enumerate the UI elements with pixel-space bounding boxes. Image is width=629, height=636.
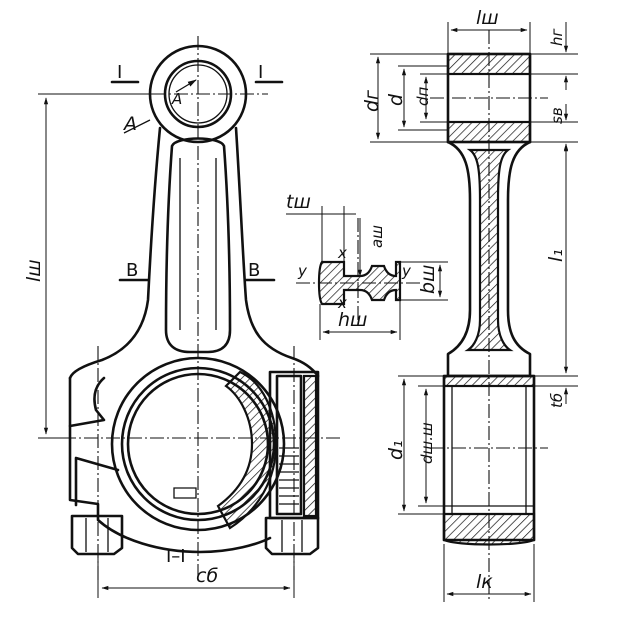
front-view: I I B B A A lш cб I–I xyxy=(23,36,340,598)
mark-A-small-leader xyxy=(175,79,197,93)
nut-left-facets xyxy=(85,518,109,552)
dim-hsh-label: hш xyxy=(338,309,367,331)
shank-rib-lines xyxy=(179,158,217,330)
big-end-left-body xyxy=(68,376,272,554)
section-I-I-label: I–I xyxy=(166,546,186,567)
shank-right-edge xyxy=(234,126,320,378)
axis-y-left-label: y xyxy=(297,262,308,280)
dim-hg-label: hг xyxy=(548,28,566,46)
dim-sv-label: sв xyxy=(548,107,566,124)
mark-A-label: A xyxy=(122,113,137,135)
bolt-right-shank xyxy=(275,374,303,516)
section-B-left-label: B xyxy=(126,260,138,281)
dim-tsh-label: tш xyxy=(286,191,311,213)
big-end-split-line xyxy=(74,456,120,507)
axis-y-right-label: y xyxy=(401,262,412,280)
dim-bsh-label: bш xyxy=(417,265,439,294)
mark-A-leader xyxy=(123,119,151,134)
axis-x-top-label: x xyxy=(337,244,347,262)
dim-lsh-left-label: lш xyxy=(23,259,45,282)
shank-rib-pocket xyxy=(164,137,232,354)
side-view: lш hг sв l₁ tб dг d dп xyxy=(361,7,578,602)
nut-left xyxy=(70,514,124,556)
section-B-right-label: B xyxy=(248,260,260,281)
dim-lk-label: lк xyxy=(476,571,493,593)
big-end-cutaway-hatch xyxy=(216,370,278,530)
dim-dn-label: dп xyxy=(414,86,432,106)
dim-l1-label: l₁ xyxy=(545,249,567,262)
dim-dshsh-label: dш.ш xyxy=(418,422,436,464)
side-big-end-bottom-hatch xyxy=(442,512,536,546)
nut-right-facets xyxy=(281,520,303,552)
dim-ash-label: aш xyxy=(368,225,386,248)
mark-A-small-label: A xyxy=(171,90,182,108)
bolt-right-thread xyxy=(279,447,299,505)
bolt-boss-hatch xyxy=(302,374,318,518)
dim-lsh-top-label: lш xyxy=(476,7,499,29)
axis-x-bottom-label: x xyxy=(337,294,347,312)
dim-d1-label: d₁ xyxy=(385,440,407,460)
dim-dg-label: dг xyxy=(361,89,383,112)
section-I-right-label: I xyxy=(258,62,263,83)
nut-right xyxy=(264,516,320,556)
shank-left-edge xyxy=(68,126,162,380)
dim-d-label: d xyxy=(385,93,407,106)
dim-cb-label: cб xyxy=(196,565,218,587)
section-I-left-label: I xyxy=(117,62,122,83)
bearing-lock-notch xyxy=(173,487,197,499)
big-end-left-cap-split xyxy=(68,376,106,428)
shank-cross-section: y y x x tш aш bш hш xyxy=(286,191,448,340)
i-beam-section-hatch xyxy=(317,260,402,306)
dim-tb-label: tб xyxy=(548,393,566,408)
